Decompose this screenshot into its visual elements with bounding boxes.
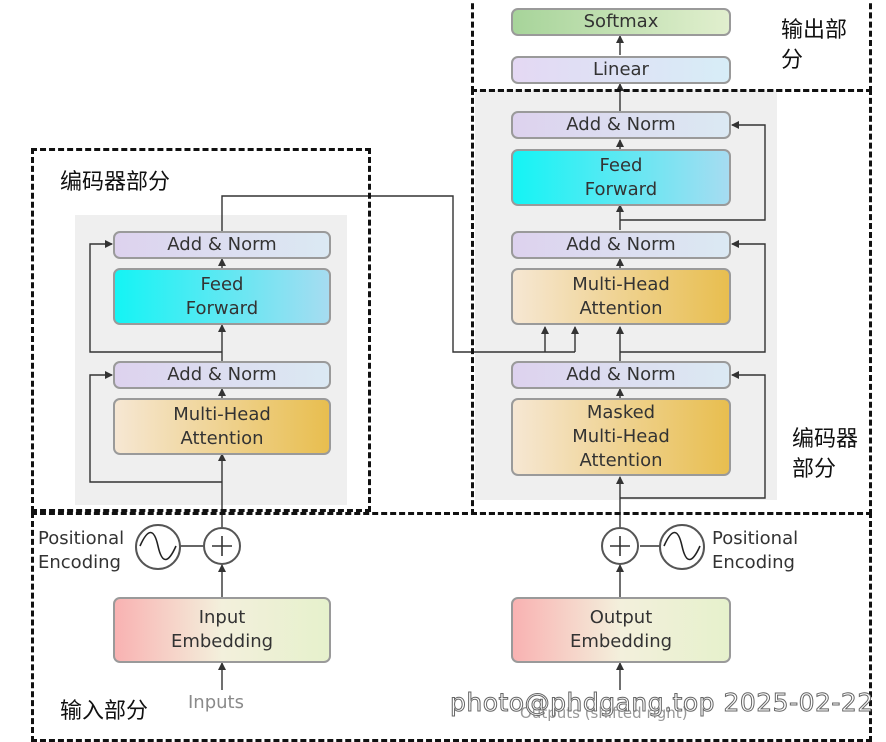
decoder-multi-head-attention: Multi-Head Attention: [511, 268, 731, 325]
encoder-panel: [75, 215, 347, 505]
encoder-section-label: 编码器部分: [60, 170, 171, 195]
encoder-feed-forward: Feed Forward: [113, 268, 331, 325]
decoder-add-norm-bottom: Add & Norm: [511, 361, 731, 389]
inputs-label: Inputs: [188, 692, 244, 713]
decoder-feed-forward: Feed Forward: [511, 149, 731, 206]
output-encoding-circle: [659, 524, 705, 570]
input-adder-circle: [203, 527, 241, 565]
input-positional-encoding-label: Positional Encoding: [38, 528, 125, 573]
decoder-section-label: 编码器 部分: [792, 427, 859, 482]
input-encoding-circle: [135, 524, 181, 570]
encoder-add-norm-top: Add & Norm: [113, 231, 331, 259]
encoder-section-border: [31, 148, 371, 512]
encoder-add-norm-bottom: Add & Norm: [113, 361, 331, 389]
watermark-text: photo@phdgang.top 2025-02-22: [450, 688, 874, 718]
output-section-border: [471, 0, 872, 92]
output-section-label: 输出部 分: [781, 18, 848, 73]
input-embedding-box: Input Embedding: [113, 597, 331, 663]
output-embedding-box: Output Embedding: [511, 597, 731, 663]
output-adder-circle: [601, 527, 639, 565]
decoder-add-norm-top: Add & Norm: [511, 111, 731, 139]
outputs-label: Outputs (shifted right): [520, 704, 688, 722]
output-positional-encoding-label: Positional Encoding: [712, 528, 799, 573]
input-section-label: 输入部分: [60, 699, 149, 724]
linear-box: Linear: [511, 56, 731, 84]
softmax-box: Softmax: [511, 8, 731, 36]
encoder-multi-head-attention: Multi-Head Attention: [113, 398, 331, 455]
decoder-masked-multi-head-attention: Masked Multi-Head Attention: [511, 398, 731, 476]
decoder-add-norm-mid: Add & Norm: [511, 231, 731, 259]
